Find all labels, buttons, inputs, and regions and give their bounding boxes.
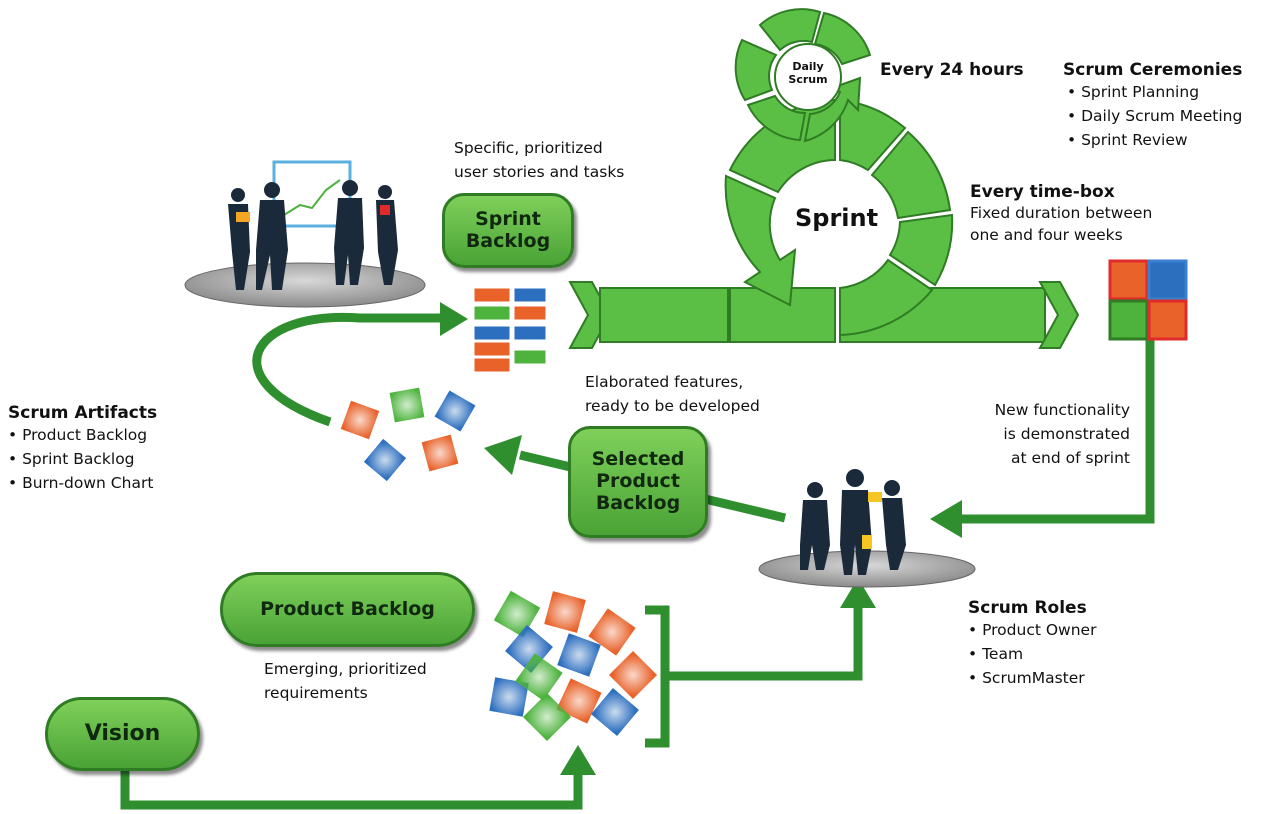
bracket-arrow-head [840,578,876,608]
sprint-backlog-desc-2: user stories and tasks [454,163,625,181]
planning-team-illustration [184,160,426,308]
ceremony-item: Sprint Review [1067,128,1242,152]
demo-arrow-head [930,500,962,538]
sprint-backlog-label-2: Backlog [465,229,551,252]
vision-arrow-head [560,745,596,775]
selected-backlog-desc: Elaborated features, ready to be develop… [585,370,760,418]
increment-squares [1108,259,1188,341]
role-item: Product Owner [968,618,1096,642]
product-backlog-tiles [489,590,658,742]
role-item: ScrumMaster [968,666,1096,690]
timebox-line1: Fixed duration between [970,204,1153,222]
daily-label-2: Scrum [788,73,828,86]
curved-arrow-head [440,302,468,336]
product-backlog-label: Product Backlog [260,597,435,620]
backlog-bracket [645,605,863,748]
daily-scrum-circle [774,43,842,111]
artifact-item: Product Backlog [8,423,157,447]
daily-scrum-label: Daily Scrum [780,60,836,86]
demo-line2: is demonstrated [1003,425,1130,443]
vision-pill[interactable]: Vision [45,697,200,771]
demo-return-arrow [960,340,1155,524]
daily-cycle [734,8,872,143]
demo-text: New functionality is demonstrated at end… [995,398,1130,470]
selected-label-3: Backlog [595,491,681,514]
vision-to-backlog-arrow [120,755,583,810]
roles-title: Scrum Roles [968,598,1087,618]
sprint-main-arrow [568,281,1080,349]
timebox-text: Every time-box Fixed duration between on… [970,182,1152,246]
sprint-backlog-desc: Specific, prioritized user stories and t… [454,136,624,184]
role-item: Team [968,642,1096,666]
scrum-ceremonies: Scrum Ceremonies Sprint Planning Daily S… [1063,60,1242,152]
product-desc-1: Emerging, prioritized [264,660,427,678]
timebox-title: Every time-box [970,182,1115,202]
artifact-item: Sprint Backlog [8,447,157,471]
demo-line1: New functionality [994,401,1130,419]
ceremony-item: Daily Scrum Meeting [1067,104,1242,128]
selected-label-1: Selected [591,448,685,471]
artifacts-title: Scrum Artifacts [8,403,158,423]
artifact-item: Burn-down Chart [8,471,157,495]
demo-line3: at end of sprint [1011,449,1130,467]
ceremony-item: Sprint Planning [1067,80,1242,104]
vision-label: Vision [84,721,161,747]
selected-arrow-head [484,435,522,475]
sprint-backlog-cards [473,287,547,373]
sprint-backlog-desc-1: Specific, prioritized [454,139,603,157]
selected-backlog-tiles [340,387,476,482]
curved-arrow [252,312,445,427]
roles-team-illustration [758,469,976,588]
sprint-backlog-label-1: Sprint [475,207,541,230]
sprint-label: Sprint [795,204,879,232]
scrum-roles: Scrum Roles Product Owner Team ScrumMast… [968,598,1096,690]
product-backlog-pill[interactable]: Product Backlog [220,572,475,647]
selected-desc-2: ready to be developed [585,397,760,415]
ceremonies-title: Scrum Ceremonies [1063,60,1243,80]
product-desc-2: requirements [264,684,368,702]
timebox-line2: one and four weeks [970,226,1123,244]
scrum-artifacts: Scrum Artifacts Product Backlog Sprint B… [8,403,157,495]
daily-label-1: Daily [792,60,824,73]
selected-label-2: Product [596,470,680,493]
every-24-hours: Every 24 hours [880,60,1024,80]
product-backlog-desc: Emerging, prioritized requirements [264,657,427,705]
selected-desc-1: Elaborated features, [585,373,744,391]
